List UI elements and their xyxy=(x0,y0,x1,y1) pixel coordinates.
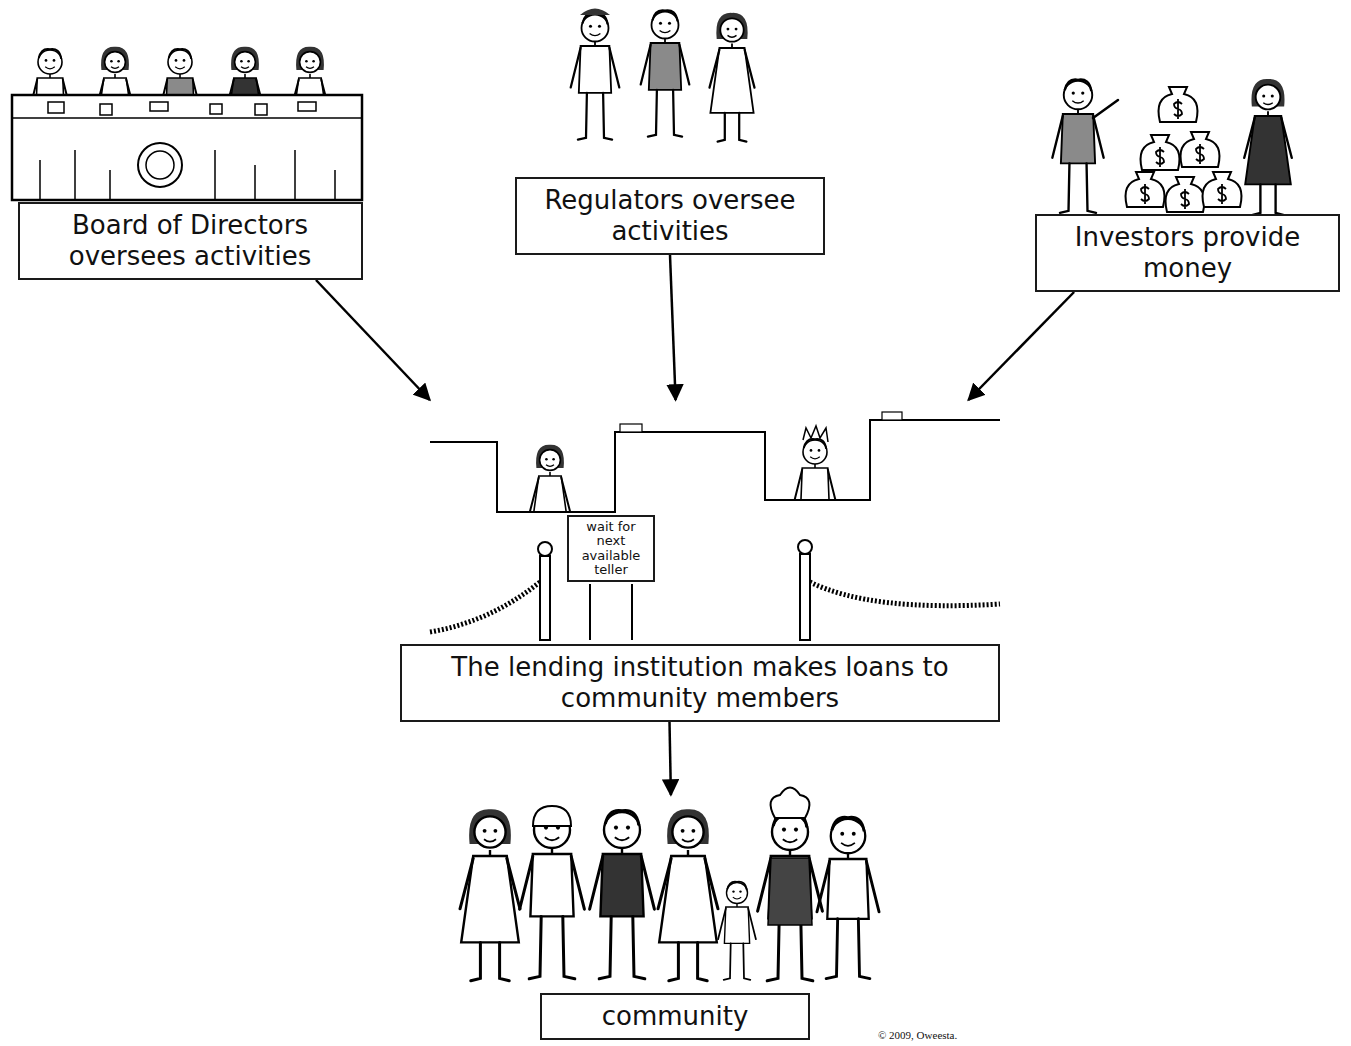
investors-figures xyxy=(1181,132,1220,167)
investors-figures xyxy=(1166,177,1205,212)
regulators-figures xyxy=(641,10,690,136)
hard-hat xyxy=(533,806,571,826)
investors-figures xyxy=(1052,79,1291,215)
board-table xyxy=(298,102,316,111)
flow-arrow xyxy=(670,722,671,795)
community-people xyxy=(590,810,655,978)
chef-hat xyxy=(771,788,810,819)
flow-arrow xyxy=(968,292,1074,400)
sign-text: wait for next available teller xyxy=(567,515,655,582)
community-people xyxy=(520,810,585,978)
node-group: Regulators oversee activities xyxy=(510,10,830,255)
board-table xyxy=(12,117,362,119)
flow-arrow xyxy=(670,255,676,400)
board-table xyxy=(210,104,222,114)
label-box: Regulators oversee activities xyxy=(515,177,825,255)
teller-scene xyxy=(430,582,540,632)
investors-figures xyxy=(1126,172,1165,207)
investors-figures xyxy=(1093,100,1118,118)
teller-scene xyxy=(538,542,552,556)
teller-scene xyxy=(810,582,1000,606)
teller-scene xyxy=(800,554,810,640)
teller-scene xyxy=(590,584,632,640)
regulators-figures xyxy=(571,13,620,139)
board-table xyxy=(138,143,182,187)
investors-figures xyxy=(1203,172,1242,207)
label-box: The lending institution makes loans to c… xyxy=(400,644,1000,722)
box-text: Regulators oversee activities xyxy=(529,185,811,247)
community-people xyxy=(460,788,879,981)
teller-scene xyxy=(620,424,642,432)
community-people xyxy=(817,817,879,978)
board-table xyxy=(40,150,335,200)
copyright-note: © 2009, Oweesta. xyxy=(878,1029,957,1041)
node-group: Investors provide money xyxy=(1030,40,1345,292)
community-people xyxy=(758,812,823,980)
teller-scene xyxy=(803,426,828,442)
box-text: Investors provide money xyxy=(1049,222,1326,284)
cap xyxy=(580,9,610,16)
node-group: Board of Directors oversees activities xyxy=(10,30,370,280)
community-people xyxy=(718,882,756,980)
apron xyxy=(768,858,812,925)
community-people xyxy=(658,809,718,981)
board-table xyxy=(12,95,362,200)
investors-figures xyxy=(1159,87,1198,122)
community-people xyxy=(460,809,520,981)
teller-scene xyxy=(767,501,868,561)
investors-figures xyxy=(1244,79,1292,215)
label-box: Investors provide money xyxy=(1035,214,1340,292)
regulators-figures xyxy=(571,9,755,142)
flow-arrow xyxy=(316,280,430,400)
node-group: The lending institution makes loans to c… xyxy=(395,400,1005,722)
board-table xyxy=(48,102,64,113)
teller-scene xyxy=(882,412,902,420)
label-box: Board of Directors oversees activities xyxy=(18,202,363,280)
box-text: Board of Directors oversees activities xyxy=(32,210,349,272)
teller-scene xyxy=(798,540,812,554)
investors-figures xyxy=(1052,80,1103,213)
board-table xyxy=(100,104,112,115)
box-text: The lending institution makes loans to c… xyxy=(416,652,984,714)
board-table xyxy=(12,95,362,200)
label-box: community xyxy=(540,993,811,1040)
node-group: community xyxy=(470,795,880,1040)
investors-figures xyxy=(1141,135,1180,170)
regulators-figures xyxy=(710,13,755,142)
board-table xyxy=(150,102,168,111)
box-text: community xyxy=(602,1001,749,1032)
teller-scene xyxy=(430,412,1000,640)
board-table xyxy=(146,151,174,179)
teller-scene xyxy=(540,556,550,640)
teller-scene xyxy=(430,420,1000,512)
board-table xyxy=(255,104,267,115)
